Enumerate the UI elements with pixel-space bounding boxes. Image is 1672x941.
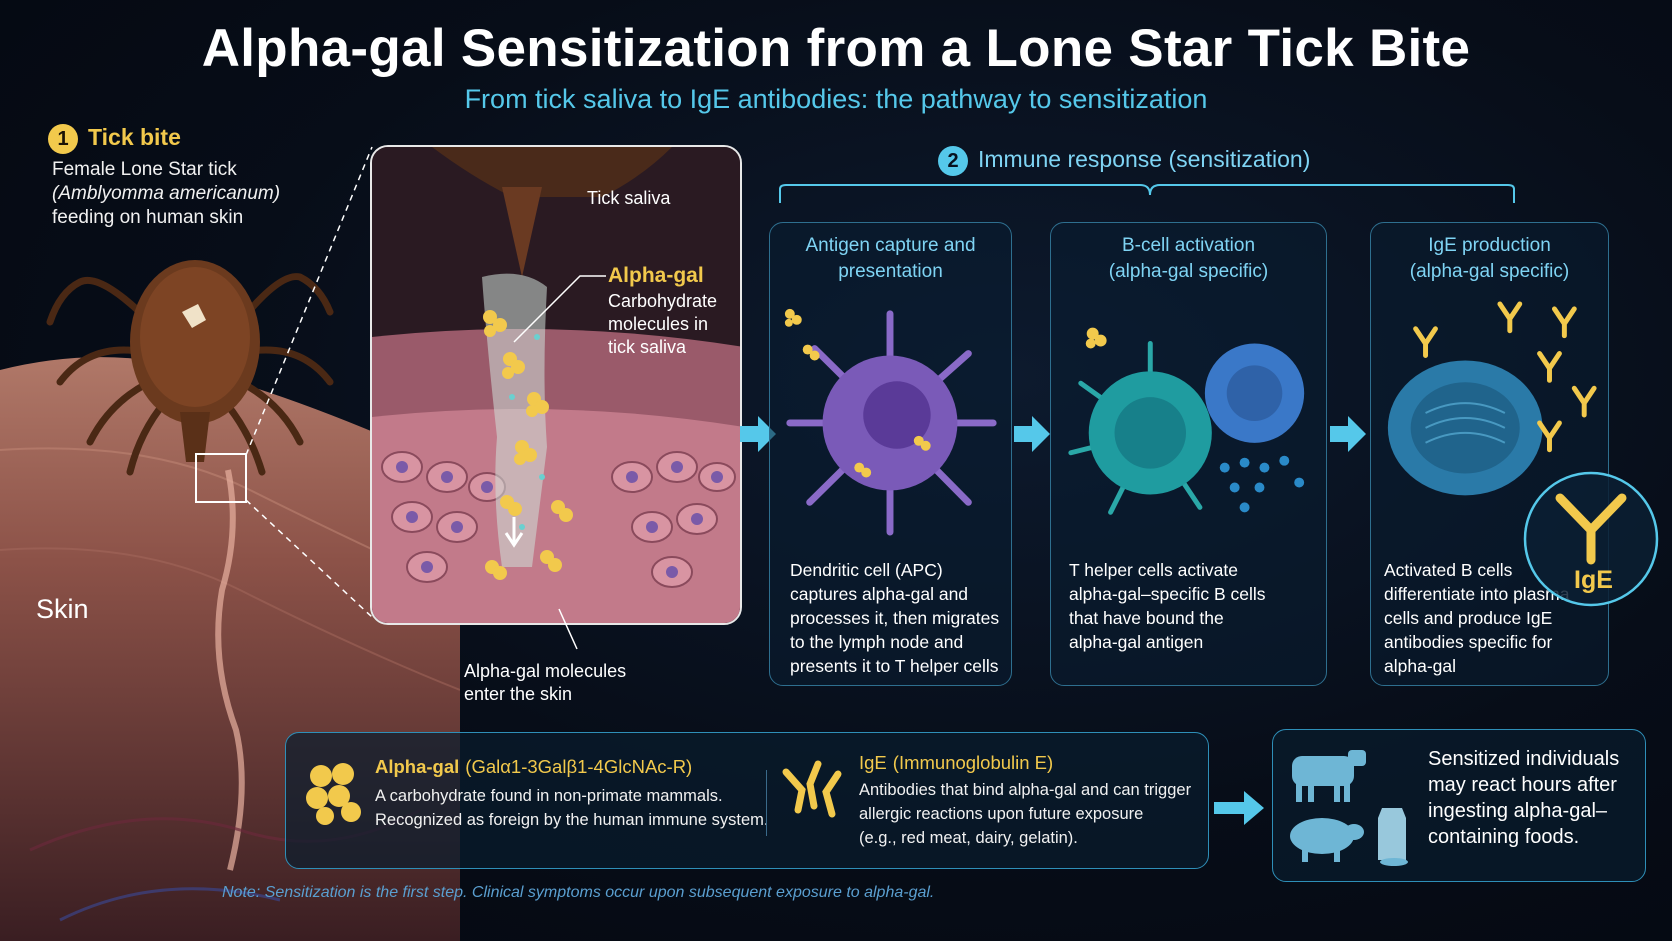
arrow-right-icon	[740, 416, 776, 452]
foods-line: may react hours after	[1428, 774, 1617, 796]
legend-box	[285, 732, 1209, 869]
antibody-icon	[782, 760, 842, 818]
legend-desc-line: Antibodies that bind alpha-gal and can t…	[859, 781, 1192, 799]
alpha-gal-formula: (Galα1-3Galβ1-4GlcNAc-R)	[465, 756, 693, 777]
stage-desc-line: Activated B cells	[1384, 560, 1513, 580]
stage-desc-line: alpha-gal antigen	[1069, 632, 1204, 652]
alpha-gal-enter-label: Alpha-gal molecules enter the skin	[464, 660, 664, 706]
stage-b-cell-activation: B-cell activation (alpha-gal specific) T…	[1050, 222, 1327, 686]
arrow-right-icon	[1214, 791, 1264, 825]
foods-line: Sensitized individuals	[1428, 748, 1620, 770]
page-title: Alpha-gal Sensitization from a Lone Star…	[201, 19, 1471, 78]
dendritic-cell-icon	[784, 308, 997, 536]
stage-description: T helper cells activate alpha-gal–specif…	[1069, 558, 1320, 654]
legend-desc-line: allergic reactions upon future exposure	[859, 805, 1144, 823]
zoom-lines	[245, 146, 373, 618]
footnote: Note: Sensitization is the first step. C…	[222, 884, 934, 902]
alpha-gal-name: Alpha-gal	[375, 756, 460, 777]
stage-title-line: Antigen capture and	[805, 235, 976, 256]
alpha-gal-molecule-icon	[306, 763, 361, 825]
bite-site-marker	[195, 453, 247, 503]
foods-line: ingesting alpha-gal–	[1428, 800, 1608, 822]
stage-desc-line: captures alpha-gal and	[790, 584, 969, 604]
ige-full-name: (Immunoglobulin E)	[892, 752, 1054, 773]
stage-title: Antigen capture and presentation	[770, 233, 1011, 285]
stage-desc-line: cells and produce IgE	[1384, 608, 1553, 628]
enter-label-line: enter the skin	[464, 684, 573, 704]
arrow-right-icon	[1014, 416, 1050, 452]
stage-desc-line: differentiate into plasma	[1384, 584, 1570, 604]
ige-antibody-callout	[1523, 471, 1659, 607]
alpha-gal-pointer-line	[513, 275, 606, 343]
alpha-gal-desc-line: molecules in	[608, 314, 709, 334]
alpha-gal-desc-line: tick saliva	[608, 337, 687, 357]
stage-title-line: IgE production	[1428, 235, 1551, 256]
ige-callout-label: IgE	[1574, 566, 1613, 594]
tick-desc-line: feeding on human skin	[52, 207, 244, 228]
stage-description: Dendritic cell (APC) captures alpha-gal …	[790, 558, 1005, 678]
stage-desc-line: to the lymph node and	[790, 632, 964, 652]
cow-icon	[1292, 750, 1366, 802]
plasma-cell-icon	[1387, 301, 1597, 496]
pig-icon	[1290, 818, 1364, 862]
stage-title: B-cell activation (alpha-gal specific)	[1051, 233, 1326, 285]
stage-desc-line: presents it to T helper cells	[790, 656, 999, 676]
stage-title-line: (alpha-gal specific)	[1409, 261, 1570, 282]
footnote-prefix: Note:	[222, 884, 261, 901]
b-cell-icon	[1068, 327, 1305, 515]
legend-desc-line: (e.g., red meat, dairy, gelatin).	[859, 829, 1078, 847]
alpha-gal-label: Alpha-gal	[608, 264, 704, 287]
foods-line: containing foods.	[1428, 826, 1580, 848]
alpha-gal-legend-title: Alpha-gal(Galα1-3Galβ1-4GlcNAc-R)	[375, 756, 692, 778]
legend-desc-line: A carbohydrate found in non-primate mamm…	[375, 787, 723, 805]
immune-bracket	[779, 184, 1515, 203]
stage-desc-line: T helper cells activate	[1069, 560, 1238, 580]
tick-desc-line: (Amblyomma americanum)	[52, 183, 281, 204]
ige-name: IgE	[859, 752, 887, 773]
stage-title: IgE production (alpha-gal specific)	[1371, 233, 1608, 285]
stage-desc-line: alpha-gal–specific B cells	[1069, 584, 1266, 604]
alpha-gal-desc-line: Carbohydrate	[608, 291, 718, 311]
tissue-illustration	[372, 147, 740, 623]
footnote-text: Sensitization is the first step. Clinica…	[260, 884, 935, 901]
stage-desc-line: processes it, then migrates	[790, 608, 1000, 628]
ige-legend-description: Antibodies that bind alpha-gal and can t…	[859, 778, 1191, 850]
foods-warning-text: Sensitized individuals may react hours a…	[1428, 746, 1638, 850]
tick-saliva-label: Tick saliva	[587, 188, 671, 208]
legend-divider	[766, 770, 767, 836]
tick-bite-heading-text: Tick bite	[88, 124, 181, 151]
stage-title-line: presentation	[838, 261, 943, 282]
stage-title-line: (alpha-gal specific)	[1108, 261, 1269, 282]
stage-desc-line: Dendritic cell (APC)	[790, 560, 943, 580]
immune-response-heading-text: Immune response (sensitization)	[978, 146, 1311, 173]
stage-antigen-capture: Antigen capture and presentation Dendrit…	[769, 222, 1012, 686]
bite-zoom-panel	[370, 145, 742, 625]
step-number-badge: 2	[938, 146, 968, 176]
stage-title-line: B-cell activation	[1121, 235, 1256, 256]
ige-legend-title: IgE(Immunoglobulin E)	[859, 752, 1053, 774]
tick-bite-heading: 1 Tick bite	[48, 124, 181, 154]
alpha-gal-description: Carbohydrate molecules in tick saliva	[608, 290, 748, 359]
step-number-badge: 1	[48, 124, 78, 154]
tick-desc-line: Female Lone Star tick	[52, 159, 237, 180]
alpha-gal-legend-description: A carbohydrate found in non-primate mamm…	[375, 784, 768, 832]
skin-label: Skin	[36, 594, 89, 624]
tick-bite-description: Female Lone Star tick (Amblyomma america…	[52, 158, 280, 230]
tick-icon	[46, 260, 334, 476]
stage-desc-line: that have bound the	[1069, 608, 1224, 628]
milk-icon	[1378, 808, 1408, 866]
food-animals-illustration	[1290, 750, 1408, 866]
stage-description: Activated B cells differentiate into pla…	[1384, 558, 1602, 678]
page-subtitle: From tick saliva to IgE antibodies: the …	[464, 84, 1208, 114]
legend-desc-line: Recognized as foreign by the human immun…	[375, 811, 769, 829]
enter-pointer-line	[558, 608, 578, 650]
immune-response-heading: 2 Immune response (sensitization)	[938, 146, 1310, 176]
enter-label-line: Alpha-gal molecules	[464, 661, 627, 681]
stage-desc-line: alpha-gal	[1384, 656, 1456, 676]
stage-desc-line: antibodies specific for	[1384, 632, 1553, 652]
arrow-right-icon	[1330, 416, 1366, 452]
stage-ige-production: IgE production (alpha-gal specific) Acti…	[1370, 222, 1609, 686]
